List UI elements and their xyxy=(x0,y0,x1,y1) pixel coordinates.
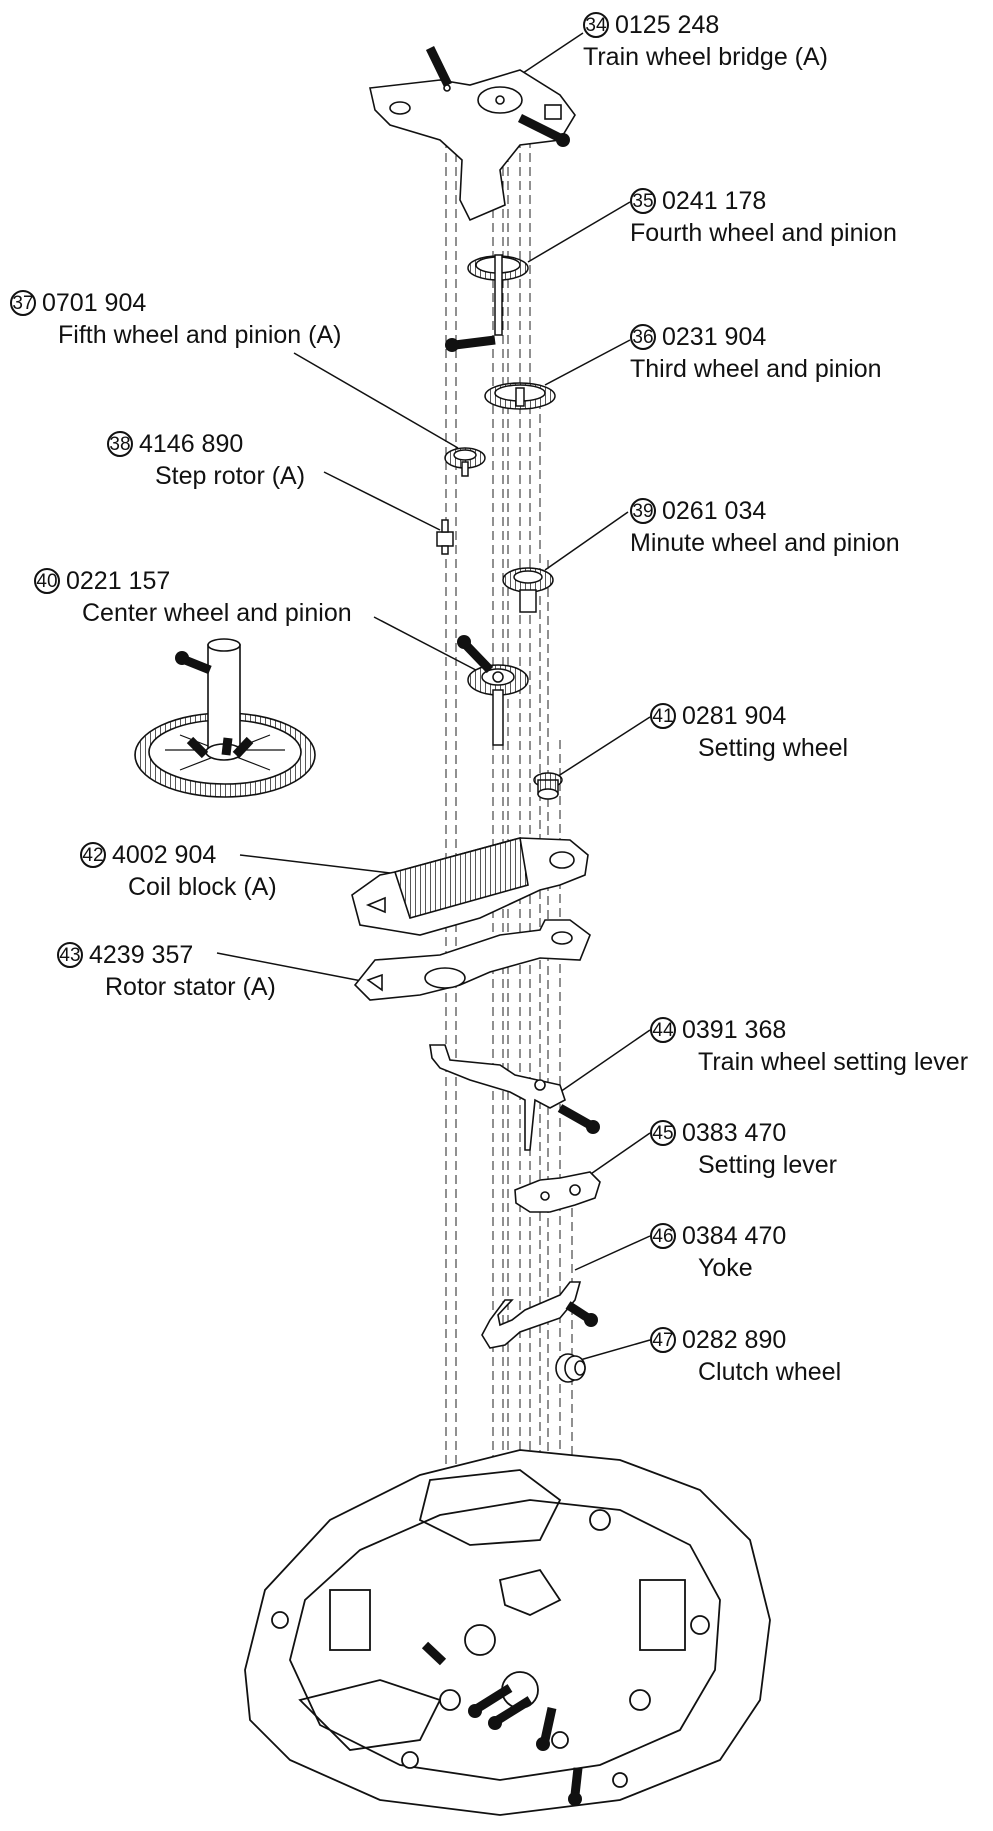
part-code: 0281 904 xyxy=(682,701,787,730)
part-number-badge: 40 xyxy=(34,568,60,594)
part-number-badge: 47 xyxy=(650,1327,676,1353)
part-name: Fifth wheel and pinion (A) xyxy=(58,321,342,349)
fourth-wheel-drawing xyxy=(467,254,529,336)
center-wheel-enlarged-drawing xyxy=(134,638,316,798)
step-rotor-drawing xyxy=(436,519,454,555)
main-plate-drawing xyxy=(244,1449,771,1816)
part-name: Setting wheel xyxy=(698,734,849,762)
part-code: 0125 248 xyxy=(615,10,720,39)
screw-arrow-icon xyxy=(495,1696,533,1724)
screw-arrow-icon xyxy=(540,1707,557,1741)
setting-wheel-drawing xyxy=(533,772,563,800)
part-number-badge: 44 xyxy=(650,1017,676,1043)
part-number-badge: 45 xyxy=(650,1120,676,1146)
part-code: 0261 034 xyxy=(662,496,767,525)
part-name: Train wheel setting lever xyxy=(698,1048,969,1076)
part-name: Fourth wheel and pinion xyxy=(630,219,897,247)
part-number-badge: 39 xyxy=(630,498,656,524)
part-code: 0282 890 xyxy=(682,1325,787,1354)
part-number-badge: 37 xyxy=(10,290,36,316)
part-number-badge: 34 xyxy=(583,12,609,38)
part-number-badge: 43 xyxy=(57,942,83,968)
part-number-badge: 46 xyxy=(650,1223,676,1249)
part-code: 0241 178 xyxy=(662,186,767,215)
part-code: 4002 904 xyxy=(112,840,217,869)
screw-arrow-icon xyxy=(425,46,453,87)
part-number-badge: 36 xyxy=(630,324,656,350)
part-name: Third wheel and pinion xyxy=(630,355,882,383)
screw-arrow-icon xyxy=(517,113,563,143)
part-code: 0391 368 xyxy=(682,1015,787,1044)
part-number-badge: 38 xyxy=(107,431,133,457)
part-code: 4146 890 xyxy=(139,429,244,458)
leader-lines xyxy=(216,32,651,1361)
part-name: Train wheel bridge (A) xyxy=(583,43,829,71)
train-wheel-bridge-drawing xyxy=(369,69,576,222)
center-wheel-drawing xyxy=(467,664,529,746)
yoke-drawing xyxy=(481,1281,582,1349)
screw-arrow-icon xyxy=(475,1684,513,1712)
screw-arrow-icon xyxy=(421,1641,447,1666)
part-code: 0221 157 xyxy=(66,566,171,595)
part-number-badge: 42 xyxy=(80,842,106,868)
coil-block-drawing xyxy=(351,836,589,936)
part-number-badge: 41 xyxy=(650,703,676,729)
part-code: 0383 470 xyxy=(682,1118,787,1147)
part-code: 0701 904 xyxy=(42,288,147,317)
rotor-stator-drawing xyxy=(353,919,591,1001)
screw-arrow-icon xyxy=(570,1767,583,1796)
part-number-badge: 35 xyxy=(630,188,656,214)
part-code: 0384 470 xyxy=(682,1221,787,1250)
fifth-wheel-drawing xyxy=(444,447,486,477)
third-wheel-drawing xyxy=(484,382,556,410)
part-name: Rotor stator (A) xyxy=(105,973,276,1001)
part-name: Clutch wheel xyxy=(698,1358,842,1386)
part-name: Yoke xyxy=(698,1254,753,1282)
part-code: 4239 357 xyxy=(89,940,194,969)
part-name: Coil block (A) xyxy=(128,873,277,901)
part-name: Minute wheel and pinion xyxy=(630,529,900,557)
clutch-wheel-drawing xyxy=(555,1353,586,1383)
setting-lever-drawing xyxy=(514,1171,601,1213)
train-wheel-setting-lever-drawing xyxy=(429,1044,566,1151)
minute-wheel-drawing xyxy=(502,567,554,613)
part-name: Step rotor (A) xyxy=(155,462,306,490)
part-name: Center wheel and pinion xyxy=(82,599,352,627)
part-code: 0231 904 xyxy=(662,322,767,351)
part-name: Setting lever xyxy=(698,1151,837,1179)
